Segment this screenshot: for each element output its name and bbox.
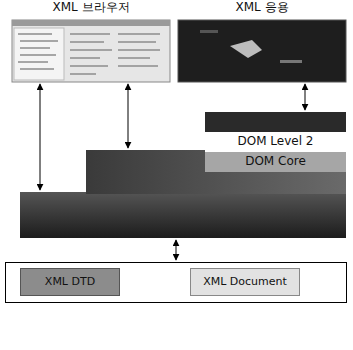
tree-pane <box>14 28 64 80</box>
base-layer <box>20 192 346 238</box>
node-label: XML Document <box>203 276 287 288</box>
screen-mark <box>280 60 302 63</box>
screen-mark <box>200 30 218 33</box>
node-label: XML 브라우저 <box>52 1 129 14</box>
layer-band: DOM Core <box>205 152 346 172</box>
double-arrow <box>128 84 129 148</box>
middle-layer <box>86 150 346 194</box>
document-container <box>6 263 347 303</box>
screenshot-window <box>12 20 170 82</box>
file-box: XML Document <box>190 268 300 296</box>
application-screenshot <box>178 20 346 82</box>
browser-screenshot <box>12 20 170 82</box>
double-arrow <box>40 84 41 190</box>
double-arrows <box>40 84 305 260</box>
node-label: XML 응용 <box>235 1 288 14</box>
screenshot-heading: XML 브라우저 <box>12 1 170 19</box>
node-label: DOM Level 2 <box>238 135 314 148</box>
double-arrow <box>176 240 177 260</box>
screen-figure <box>230 40 262 58</box>
node-label: XML DTD <box>45 276 95 288</box>
top-layer <box>205 112 346 132</box>
layer-band: DOM Level 2 <box>205 132 346 152</box>
node-label: DOM Core <box>245 155 306 168</box>
screen-lines <box>18 34 160 74</box>
screenshot-heading: XML 응용 <box>178 1 346 19</box>
screenshot-window <box>178 20 346 82</box>
file-box: XML DTD <box>20 268 120 296</box>
double-arrow <box>305 84 306 110</box>
title-bar <box>12 20 170 26</box>
